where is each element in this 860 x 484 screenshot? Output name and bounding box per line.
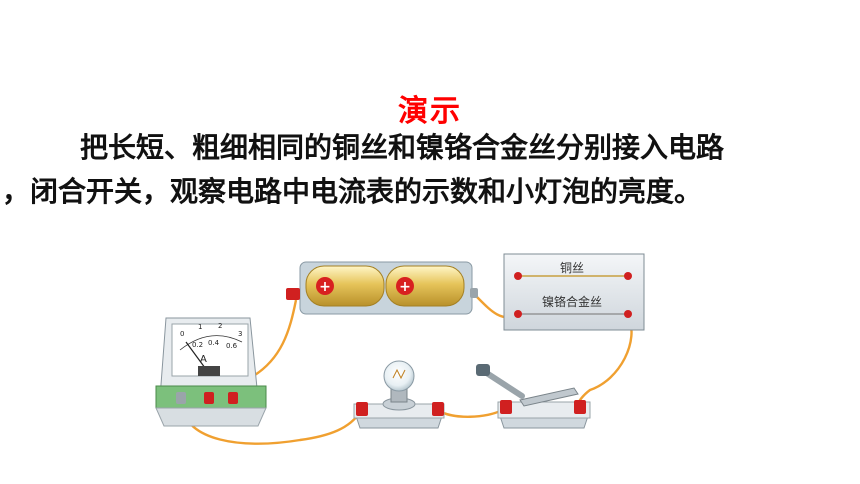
description-line-2: ，闭合开关，观察电路中电流表的示数和小灯泡的亮度。: [2, 175, 703, 208]
battery-terminal-right: [470, 288, 478, 298]
ammeter-icon: 0 1 2 3 0.2 0.4 0.6 A: [155, 317, 267, 427]
description-line-1: 把长短、粗细相同的铜丝和镍铬合金丝分别接入电路: [80, 131, 725, 164]
scale-label-04: 0.4: [208, 339, 220, 347]
nichrome-wire-label: 镍铬合金丝: [542, 294, 602, 309]
wire-ammeter-to-bulb: [180, 405, 362, 445]
scale-label-2: 2: [218, 322, 222, 330]
switch-icon: [476, 364, 591, 429]
scale-label-0: 0: [180, 330, 184, 338]
battery-terminal-left: [286, 288, 300, 300]
scale-label-02: 0.2: [192, 341, 203, 349]
copper-wire-label: 铜丝: [560, 260, 584, 275]
resistor-board-icon: 铜丝 镍铬合金丝: [503, 253, 645, 331]
battery-plus-2: +: [399, 279, 411, 295]
scale-label-06: 0.6: [226, 342, 238, 350]
scale-label-1: 1: [198, 323, 202, 331]
slide-title: 演示: [398, 94, 462, 129]
bulb-icon: [353, 360, 445, 429]
wire-bulb-to-switch: [437, 408, 503, 418]
battery-icon: + +: [286, 261, 478, 315]
ammeter-unit: A: [200, 354, 207, 365]
scale-label-3: 3: [238, 330, 242, 338]
battery-plus-1: +: [319, 279, 331, 295]
